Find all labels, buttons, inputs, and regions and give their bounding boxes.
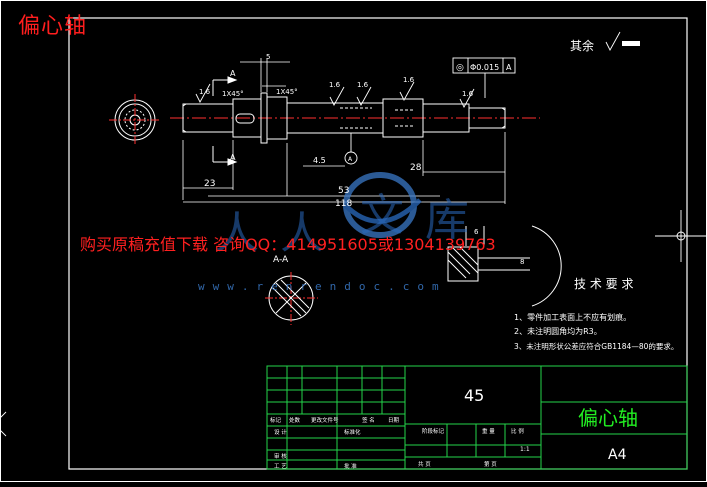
dim-118: 118 — [335, 199, 352, 209]
detail-view — [447, 225, 562, 307]
datum-a-symbol — [344, 133, 358, 165]
dim-53: 53 — [338, 186, 349, 196]
watermark-char-1: 人 — [215, 208, 259, 259]
watermark-title: 偏心轴 — [18, 14, 88, 39]
roughness-value-5: 1.6 — [462, 90, 474, 98]
tech-item-3: 3、未注明形状公差应符合GB1184—80的要求。 — [514, 341, 678, 351]
watermark-logo-chars: 人 人 文 库 — [215, 190, 469, 259]
roughness-value-4: 1.6 — [403, 76, 415, 84]
promo-text: 购买原稿充值下载 咨询QQ：414951605或1304139763 — [80, 235, 496, 254]
section-aa-label: A-A — [273, 255, 289, 265]
tb-ratio: 比 例 — [511, 427, 524, 435]
tb-date: 日期 — [388, 417, 400, 424]
tolerance-datum: A — [506, 63, 512, 72]
tb-sheets: 共 页 — [418, 460, 431, 468]
roughness-other-label: 其余 — [570, 38, 594, 53]
tb-standard: 标准化 — [344, 428, 361, 436]
tb-stage: 阶段标记 — [422, 427, 445, 435]
watermark-site: www.renrendoc.com — [198, 280, 447, 293]
tb-approve: 批 准 — [344, 462, 357, 470]
dim-23: 23 — [204, 179, 215, 189]
dim-4-5: 4.5 — [313, 156, 326, 165]
tb-review: 审 核 — [274, 452, 287, 460]
dim-chamfer-left: 1X45° — [222, 90, 244, 98]
dim-6: 6 — [474, 228, 479, 236]
section-aa-view — [265, 272, 318, 325]
paper-size-text: A4 — [608, 447, 627, 463]
tb-sheet: 第 页 — [484, 460, 497, 468]
section-markers — [212, 76, 238, 166]
tb-count: 处数 — [289, 416, 301, 424]
crosshair-marker — [655, 210, 707, 262]
dim-5: 5 — [266, 53, 270, 61]
tolerance-value: Φ0.015 — [470, 63, 499, 72]
tb-mark: 标记 — [270, 416, 282, 424]
tech-item-1: 1、零件加工表面上不应有划痕。 — [514, 312, 631, 322]
title-block — [266, 365, 688, 470]
tb-zone: 更改文件号 — [311, 416, 339, 424]
roughness-value-2: 1.6 — [329, 81, 341, 89]
dim-8: 8 — [520, 258, 524, 266]
tech-title: 技 术 要 求 — [574, 277, 633, 291]
scale-value: 1:1 — [520, 446, 530, 453]
roughness-symbols — [195, 31, 621, 108]
watermark-char-4: 库 — [425, 195, 469, 246]
roughness-value-3: 1.6 — [357, 81, 369, 89]
section-mark-bottom: A — [230, 153, 236, 162]
dim-chamfer-right: 1X45° — [276, 88, 298, 96]
tb-weight: 重 量 — [482, 427, 495, 435]
tolerance-frame — [452, 57, 516, 98]
tb-design: 设 计 — [274, 428, 287, 436]
tb-sign: 签 名 — [362, 416, 375, 424]
tb-process: 工 艺 — [274, 463, 287, 470]
datum-a-label: A — [348, 156, 353, 163]
left-edge-marker — [0, 411, 7, 437]
part-name-text: 偏心轴 — [578, 406, 638, 430]
dim-28: 28 — [410, 163, 422, 173]
tech-item-2: 2、未注明圆角均为R3。 — [514, 326, 602, 336]
roughness-other-symbol — [622, 41, 640, 46]
roughness-value-1: 1.6 — [199, 88, 211, 96]
tolerance-symbol: ◎ — [456, 63, 464, 73]
watermark-logo — [343, 172, 422, 238]
material-text: 45 — [464, 386, 484, 405]
watermark-char-2: 人 — [280, 208, 324, 259]
shaft-front-view — [170, 92, 540, 144]
section-mark-top: A — [230, 69, 236, 78]
end-view — [109, 94, 161, 146]
watermark-char-3: 文 — [360, 190, 404, 241]
